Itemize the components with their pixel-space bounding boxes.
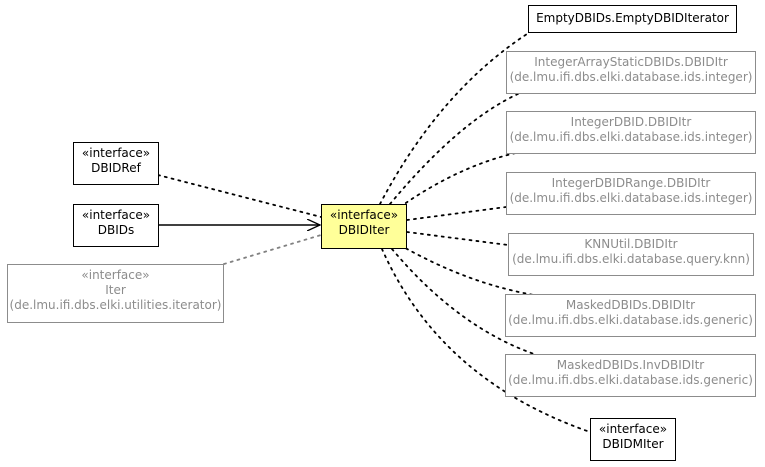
class-name: IntegerDBID.DBIDItr (570, 115, 692, 129)
edge-dbiditer-maskedinv (391, 248, 541, 357)
package-label: (de.lmu.ifi.dbs.elki.database.ids.generi… (508, 373, 753, 387)
edge-iter-dbiditer (223, 234, 322, 265)
stereotype-label: «interface» (81, 208, 151, 222)
package-label: (de.lmu.ifi.dbs.elki.database.ids.intege… (509, 70, 753, 84)
node-knnutil-itr[interactable]: KNNUtil.DBIDItr (de.lmu.ifi.dbs.elki.dat… (508, 233, 754, 276)
node-iter[interactable]: «interface» Iter (de.lmu.ifi.dbs.elki.ut… (7, 264, 224, 323)
stereotype-label: «interface» (81, 268, 150, 282)
edge-dbiditer-knnutil (406, 231, 509, 246)
class-name: DBIDRef (91, 161, 141, 175)
package-label: (de.lmu.ifi.dbs.elki.database.ids.intege… (509, 191, 753, 205)
package-label: (de.lmu.ifi.dbs.elki.database.ids.generi… (508, 313, 753, 327)
node-masked-dbids-itr[interactable]: MaskedDBIDs.DBIDItr (de.lmu.ifi.dbs.elki… (505, 294, 756, 337)
stereotype-label: «interface» (81, 146, 151, 160)
class-name: DBIDIter (338, 223, 390, 237)
node-integer-array-static-dbids-itr[interactable]: IntegerArrayStaticDBIDs.DBIDItr (de.lmu.… (506, 51, 756, 94)
class-name: DBIDMIter (602, 437, 664, 451)
edge-dbiditer-dbidmiter (381, 248, 591, 433)
class-name: MaskedDBIDs.InvDBIDItr (556, 358, 705, 372)
node-empty-dbid-iterator[interactable]: EmptyDBIDs.EmptyDBIDIterator (528, 5, 737, 33)
class-name: DBIDs (97, 223, 135, 237)
edge-dbiditer-empty (379, 31, 531, 205)
package-label: (de.lmu.ifi.dbs.elki.database.query.knn) (512, 252, 750, 266)
node-dbidmiter[interactable]: «interface» DBIDMIter (590, 418, 676, 461)
class-name: MaskedDBIDs.DBIDItr (565, 298, 696, 312)
stereotype-label: «interface» (598, 422, 668, 436)
edge-dbidref-dbiditer (157, 174, 322, 218)
class-name: IntegerDBIDRange.DBIDItr (551, 176, 711, 190)
edge-dbiditer-masked (399, 244, 541, 297)
node-masked-dbids-inv-itr[interactable]: MaskedDBIDs.InvDBIDItr (de.lmu.ifi.dbs.e… (505, 354, 756, 397)
class-name: IntegerArrayStaticDBIDs.DBIDItr (534, 55, 728, 69)
node-dbidref[interactable]: «interface» DBIDRef (73, 142, 159, 185)
edge-dbiditer-intarray (389, 92, 521, 205)
class-name: KNNUtil.DBIDItr (584, 237, 678, 251)
node-dbids[interactable]: «interface» DBIDs (73, 204, 159, 247)
edge-dbiditer-intdbid (399, 151, 521, 208)
edge-dbiditer-intrange (406, 206, 507, 221)
node-integer-dbid-itr[interactable]: IntegerDBID.DBIDItr (de.lmu.ifi.dbs.elki… (506, 111, 756, 154)
package-label: (de.lmu.ifi.dbs.elki.utilities.iterator) (9, 298, 222, 312)
class-name: EmptyDBIDs.EmptyDBIDIterator (536, 11, 729, 25)
stereotype-label: «interface» (329, 208, 399, 222)
package-label: (de.lmu.ifi.dbs.elki.database.ids.intege… (509, 130, 753, 144)
node-integer-dbid-range-itr[interactable]: IntegerDBIDRange.DBIDItr (de.lmu.ifi.dbs… (506, 172, 756, 215)
class-name: Iter (105, 283, 126, 297)
node-dbiditer[interactable]: «interface» DBIDIter (321, 204, 407, 249)
